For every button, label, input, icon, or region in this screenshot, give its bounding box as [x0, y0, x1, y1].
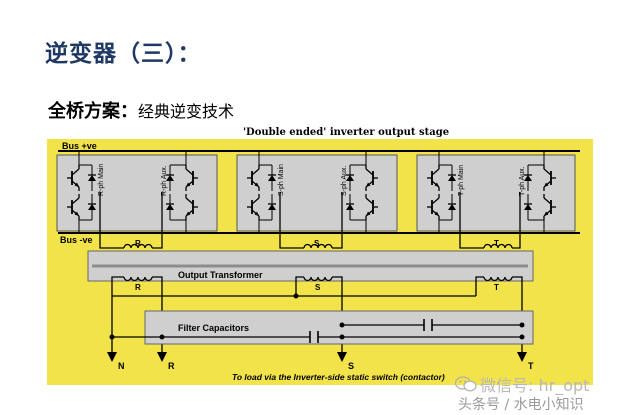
phase-t-module: [416, 154, 576, 232]
output-n-label: N: [118, 361, 125, 371]
winding-r-label: R: [135, 239, 141, 248]
output-r-label: R: [168, 361, 175, 371]
diagram-caption: 'Double ended' inverter output stage: [243, 127, 450, 138]
slide-title: 逆变器（三）：: [45, 41, 202, 67]
phase-r-module: [56, 154, 218, 232]
slide-subtitle: 全桥方案：经典逆变技术: [48, 97, 234, 123]
filter-capacitor-panel: [144, 310, 534, 345]
output-s-label: S: [348, 361, 354, 371]
load-note: To load via the Inverter-side static swi…: [232, 372, 445, 382]
phase-r-switches: [66, 164, 199, 221]
secondary-s-label: S: [315, 283, 321, 292]
watermark-wechat-id: 微信号: hr_opt: [480, 376, 590, 395]
secondary-windings: [123, 276, 513, 282]
phase-r-main-label: R-ph Main: [98, 164, 105, 196]
phase-s-main-label: S-ph Main: [278, 164, 285, 196]
subtitle-text: 经典逆变技术: [138, 102, 235, 121]
wechat-icon: [455, 376, 477, 392]
secondary-r-label: R: [135, 283, 141, 292]
phase-s-switches: [246, 164, 379, 221]
bus-negative-label: Bus -ve: [60, 235, 93, 245]
phase-t-main-label: T-ph Main: [458, 165, 465, 196]
filter-capacitors-label: Filter Capacitors: [178, 323, 249, 333]
phase-r-aux-label: R-ph Aux.: [161, 165, 168, 196]
phase-s-aux-label: S-ph Aux.: [341, 166, 348, 196]
output-t-label: T: [528, 361, 534, 371]
bus-positive-label: Bus +ve: [62, 141, 97, 151]
phase-t-aux-label: T-ph Aux.: [519, 166, 526, 196]
secondary-t-label: T: [494, 283, 499, 292]
phase-s-module: [236, 154, 398, 232]
winding-t-label: T: [494, 239, 499, 248]
winding-s-label: S: [314, 239, 320, 248]
subtitle-heading: 全桥方案：: [48, 101, 138, 122]
primary-windings: [123, 243, 513, 249]
phase-modules: [56, 154, 576, 232]
phase-t-switches: [426, 164, 557, 221]
watermark-toutiao-id: 头条号 / 水电小知识: [458, 397, 584, 413]
transformer-label: Output Transformer: [178, 270, 263, 280]
